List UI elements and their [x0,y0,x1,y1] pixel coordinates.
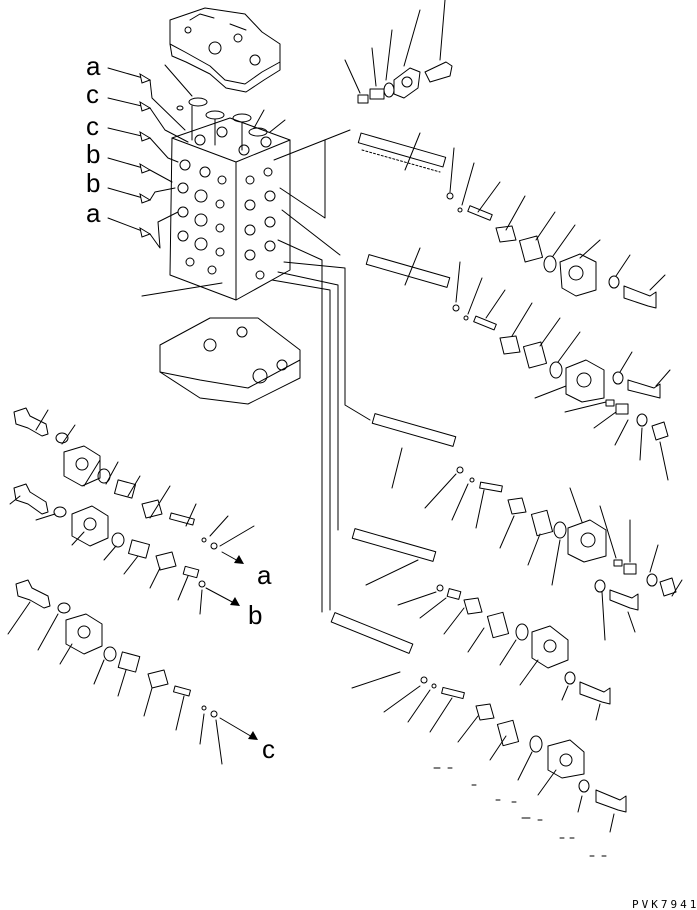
block-leaders [141,129,371,613]
left-group-c: c [7,579,275,765]
bottom-body [159,317,301,405]
valve-block [169,117,291,301]
top-right-parts [344,0,453,104]
spool-row-2 [365,247,671,481]
top-o-rings [164,64,286,151]
spool-row-3 [371,413,683,641]
left-callout-arrows [107,67,189,249]
callout-left-1: a [86,51,101,81]
callout-left-6: a [86,198,101,228]
callout-right-a: a [257,560,272,590]
top-cover [169,7,281,93]
spool-row-5 [330,612,627,857]
figure-code: PVK7941 [632,898,697,910]
left-group-a: a [13,407,272,590]
spool-row-1 [357,132,666,309]
callout-right-b: b [248,600,262,630]
left-group-b: b [9,483,262,630]
spool-row-4 [351,528,611,721]
callout-left-2: c [86,79,99,109]
callout-left-4: b [86,139,100,169]
callout-left-5: b [86,168,100,198]
left-callouts: a c c b b a [86,51,189,249]
callout-left-3: c [86,111,99,141]
callout-right-c: c [262,734,275,764]
